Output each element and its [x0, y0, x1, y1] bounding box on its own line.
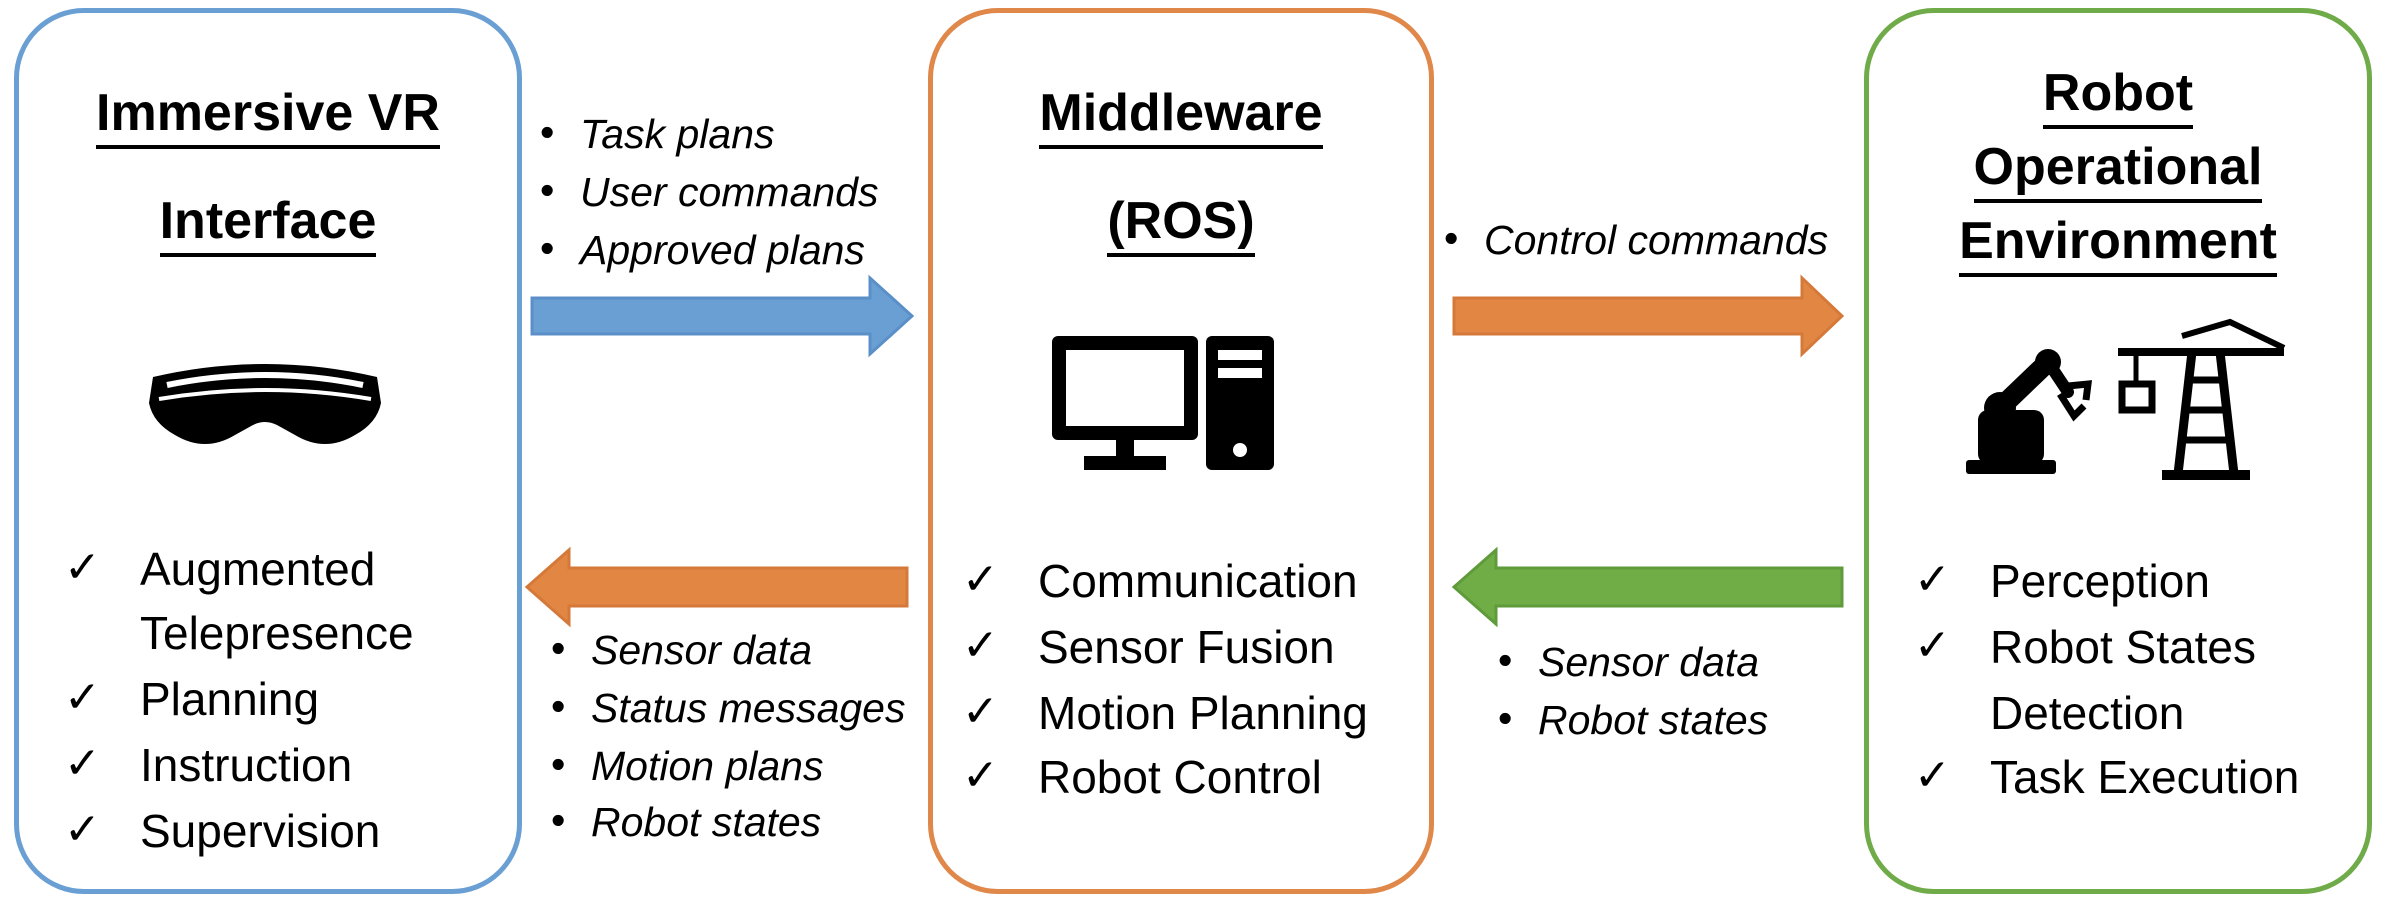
flow-label: •Sensor data — [551, 625, 813, 673]
flow-label: •User commands — [540, 167, 879, 215]
env-title-line1: Robot — [1869, 67, 2367, 129]
robot-arm-crane-icon — [1966, 318, 2286, 480]
check-icon: ✓ — [64, 673, 101, 722]
desktop-computer-icon — [1052, 336, 1274, 470]
check-icon: ✓ — [1914, 751, 1951, 800]
flow-label: •Sensor data — [1498, 637, 1760, 685]
check-icon: ✓ — [962, 621, 999, 670]
mw-title-line2: (ROS) — [933, 195, 1429, 257]
env-title-line2: Operational — [1869, 141, 2367, 203]
mw-title-line1: Middleware — [933, 87, 1429, 149]
arrow-middleware-to-environment — [1452, 274, 1845, 358]
flow-label: •Robot states — [1498, 695, 1769, 743]
check-icon: ✓ — [962, 751, 999, 800]
check-icon: ✓ — [962, 555, 999, 604]
vr-interface-box: Immersive VR Interface — [14, 8, 522, 894]
env-title-line3: Environment — [1869, 215, 2367, 277]
vr-title-line1: Immersive VR — [19, 87, 517, 149]
flow-label: •Status messages — [551, 683, 906, 731]
flow-label: •Motion plans — [551, 741, 824, 789]
check-icon: ✓ — [1914, 621, 1951, 670]
arrow-environment-to-middleware — [1451, 546, 1844, 628]
flow-label: •Robot states — [551, 797, 822, 845]
check-icon: ✓ — [64, 543, 101, 592]
middleware-box: Middleware (ROS) — [928, 8, 1434, 894]
flow-label: •Task plans — [540, 109, 775, 157]
robot-environment-box: Robot Operational Environment — [1864, 8, 2372, 894]
check-icon: ✓ — [1914, 555, 1951, 604]
vr-headset-icon — [149, 364, 381, 444]
check-icon: ✓ — [962, 687, 999, 736]
flow-label: •Approved plans — [540, 225, 865, 273]
vr-title-line2: Interface — [19, 195, 517, 257]
arrow-middleware-to-vr — [524, 546, 909, 628]
arrow-vr-to-middleware — [530, 274, 915, 358]
check-icon: ✓ — [64, 739, 101, 788]
flow-label: •Control commands — [1444, 215, 1829, 263]
check-icon: ✓ — [64, 805, 101, 854]
